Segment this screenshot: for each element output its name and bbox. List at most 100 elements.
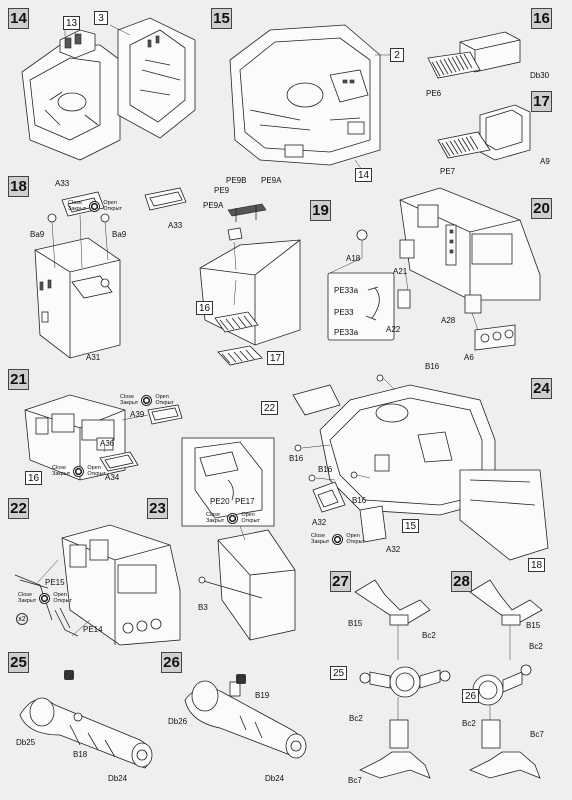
step-27-drawing bbox=[354, 579, 451, 779]
label-Db26: Db26 bbox=[168, 717, 188, 726]
step-20-drawing bbox=[397, 187, 541, 351]
label-Ba9-left: Ba9 bbox=[30, 230, 45, 239]
label-Bc2-low-step28: Bc2 bbox=[462, 719, 476, 728]
label-PE14: PE14 bbox=[83, 625, 103, 634]
step-number-22-lower: 22 bbox=[8, 498, 29, 519]
step-number-16: 16 bbox=[531, 8, 552, 29]
label-Bc2-top-step28: Bc2 bbox=[529, 642, 543, 651]
label-A21: A21 bbox=[393, 267, 408, 276]
label-PE7: PE7 bbox=[440, 167, 456, 176]
close-icon bbox=[73, 465, 85, 477]
label-PE9A-left: PE9A bbox=[203, 201, 224, 210]
label-Bc7-step27: Bc7 bbox=[348, 776, 362, 785]
step-14-drawing bbox=[21, 17, 196, 161]
label-A34: A34 bbox=[105, 473, 120, 482]
label-A39: A39 bbox=[130, 410, 145, 419]
label-A22: A22 bbox=[386, 325, 401, 334]
step-25-drawing bbox=[19, 697, 153, 769]
step-24-drawing bbox=[292, 374, 549, 561]
step-number-14: 14 bbox=[8, 8, 29, 29]
label-B16-mid: B16 bbox=[318, 465, 333, 474]
step-21-drawing bbox=[24, 394, 183, 481]
step-number-19: 19 bbox=[310, 200, 331, 221]
ref-2: 2 bbox=[390, 48, 404, 62]
ref-26-step28: 26 bbox=[462, 689, 480, 703]
close-icon bbox=[227, 512, 239, 524]
paint-icon bbox=[64, 670, 74, 680]
ref-16-step21: 16 bbox=[25, 471, 43, 485]
label-PE9A-right: PE9A bbox=[261, 176, 282, 185]
label-A33-right: A33 bbox=[168, 221, 183, 230]
label-Db30: Db30 bbox=[530, 71, 550, 80]
close-icon bbox=[39, 592, 51, 604]
close-icon bbox=[89, 200, 101, 212]
step-number-24: 24 bbox=[531, 378, 552, 399]
label-PE9: PE9 bbox=[214, 186, 230, 195]
label-A31: A31 bbox=[86, 353, 101, 362]
label-A32-right: A32 bbox=[386, 545, 401, 554]
paint-icon bbox=[236, 674, 246, 684]
label-Bc2-low-step27: Bc2 bbox=[349, 714, 363, 723]
label-B16-top: B16 bbox=[425, 362, 440, 371]
label-PE20: PE20 bbox=[210, 497, 230, 506]
label-A36: A36 bbox=[100, 439, 115, 448]
label-A18: A18 bbox=[346, 254, 361, 263]
step-18-drawing bbox=[34, 187, 187, 359]
step-number-18: 18 bbox=[8, 176, 29, 197]
ref-22-step24: 22 bbox=[261, 401, 279, 415]
label-Bc2-top-step27: Bc2 bbox=[422, 631, 436, 640]
ref-15-step24: 15 bbox=[402, 519, 420, 533]
close-icon bbox=[141, 394, 153, 406]
step-number-21: 21 bbox=[8, 369, 29, 390]
label-A32-left: A32 bbox=[312, 518, 327, 527]
label-B16-left: B16 bbox=[289, 454, 304, 463]
quantity-x2: x2 bbox=[16, 613, 28, 625]
step-number-23: 23 bbox=[147, 498, 168, 519]
step-26-drawing bbox=[184, 680, 307, 759]
ref-13: 13 bbox=[63, 16, 81, 30]
label-A28: A28 bbox=[441, 316, 456, 325]
label-B15-step27: B15 bbox=[348, 619, 363, 628]
ref-14: 14 bbox=[355, 168, 373, 182]
label-B3: B3 bbox=[198, 603, 208, 612]
label-B15-step28: B15 bbox=[526, 621, 541, 630]
step-28-drawing bbox=[469, 579, 543, 779]
label-PE15: PE15 bbox=[45, 578, 65, 587]
label-B18: B18 bbox=[73, 750, 88, 759]
ref-25-step27: 25 bbox=[330, 666, 348, 680]
step-number-25: 25 bbox=[8, 652, 29, 673]
label-Bc7-step28: Bc7 bbox=[530, 730, 544, 739]
step-23-drawing bbox=[181, 437, 296, 641]
step-number-28: 28 bbox=[451, 571, 472, 592]
ref-17-step19: 17 bbox=[267, 351, 285, 365]
step-number-15: 15 bbox=[211, 8, 232, 29]
step-22-lower-drawing bbox=[14, 524, 181, 646]
step-16-drawing bbox=[427, 31, 521, 79]
close-icon bbox=[332, 533, 344, 545]
label-A6: A6 bbox=[464, 353, 474, 362]
label-PE17: PE17 bbox=[235, 497, 255, 506]
label-B16-low: B16 bbox=[352, 496, 367, 505]
label-A33-top: A33 bbox=[55, 179, 70, 188]
ref-16-step19: 16 bbox=[196, 301, 214, 315]
step-number-26: 26 bbox=[161, 652, 182, 673]
step-17-drawing bbox=[437, 104, 531, 161]
label-PE6: PE6 bbox=[426, 89, 442, 98]
label-Db25: Db25 bbox=[16, 738, 36, 747]
step-number-17: 17 bbox=[531, 91, 552, 112]
ref-18-step24: 18 bbox=[528, 558, 546, 572]
label-PE33: PE33 bbox=[334, 308, 354, 317]
ref-3: 3 bbox=[94, 11, 108, 25]
step-number-27: 27 bbox=[330, 571, 351, 592]
step-number-20: 20 bbox=[531, 198, 552, 219]
label-Db24-step26: Db24 bbox=[265, 774, 285, 783]
label-PE9B: PE9B bbox=[226, 176, 247, 185]
label-Ba9-right: Ba9 bbox=[112, 230, 127, 239]
